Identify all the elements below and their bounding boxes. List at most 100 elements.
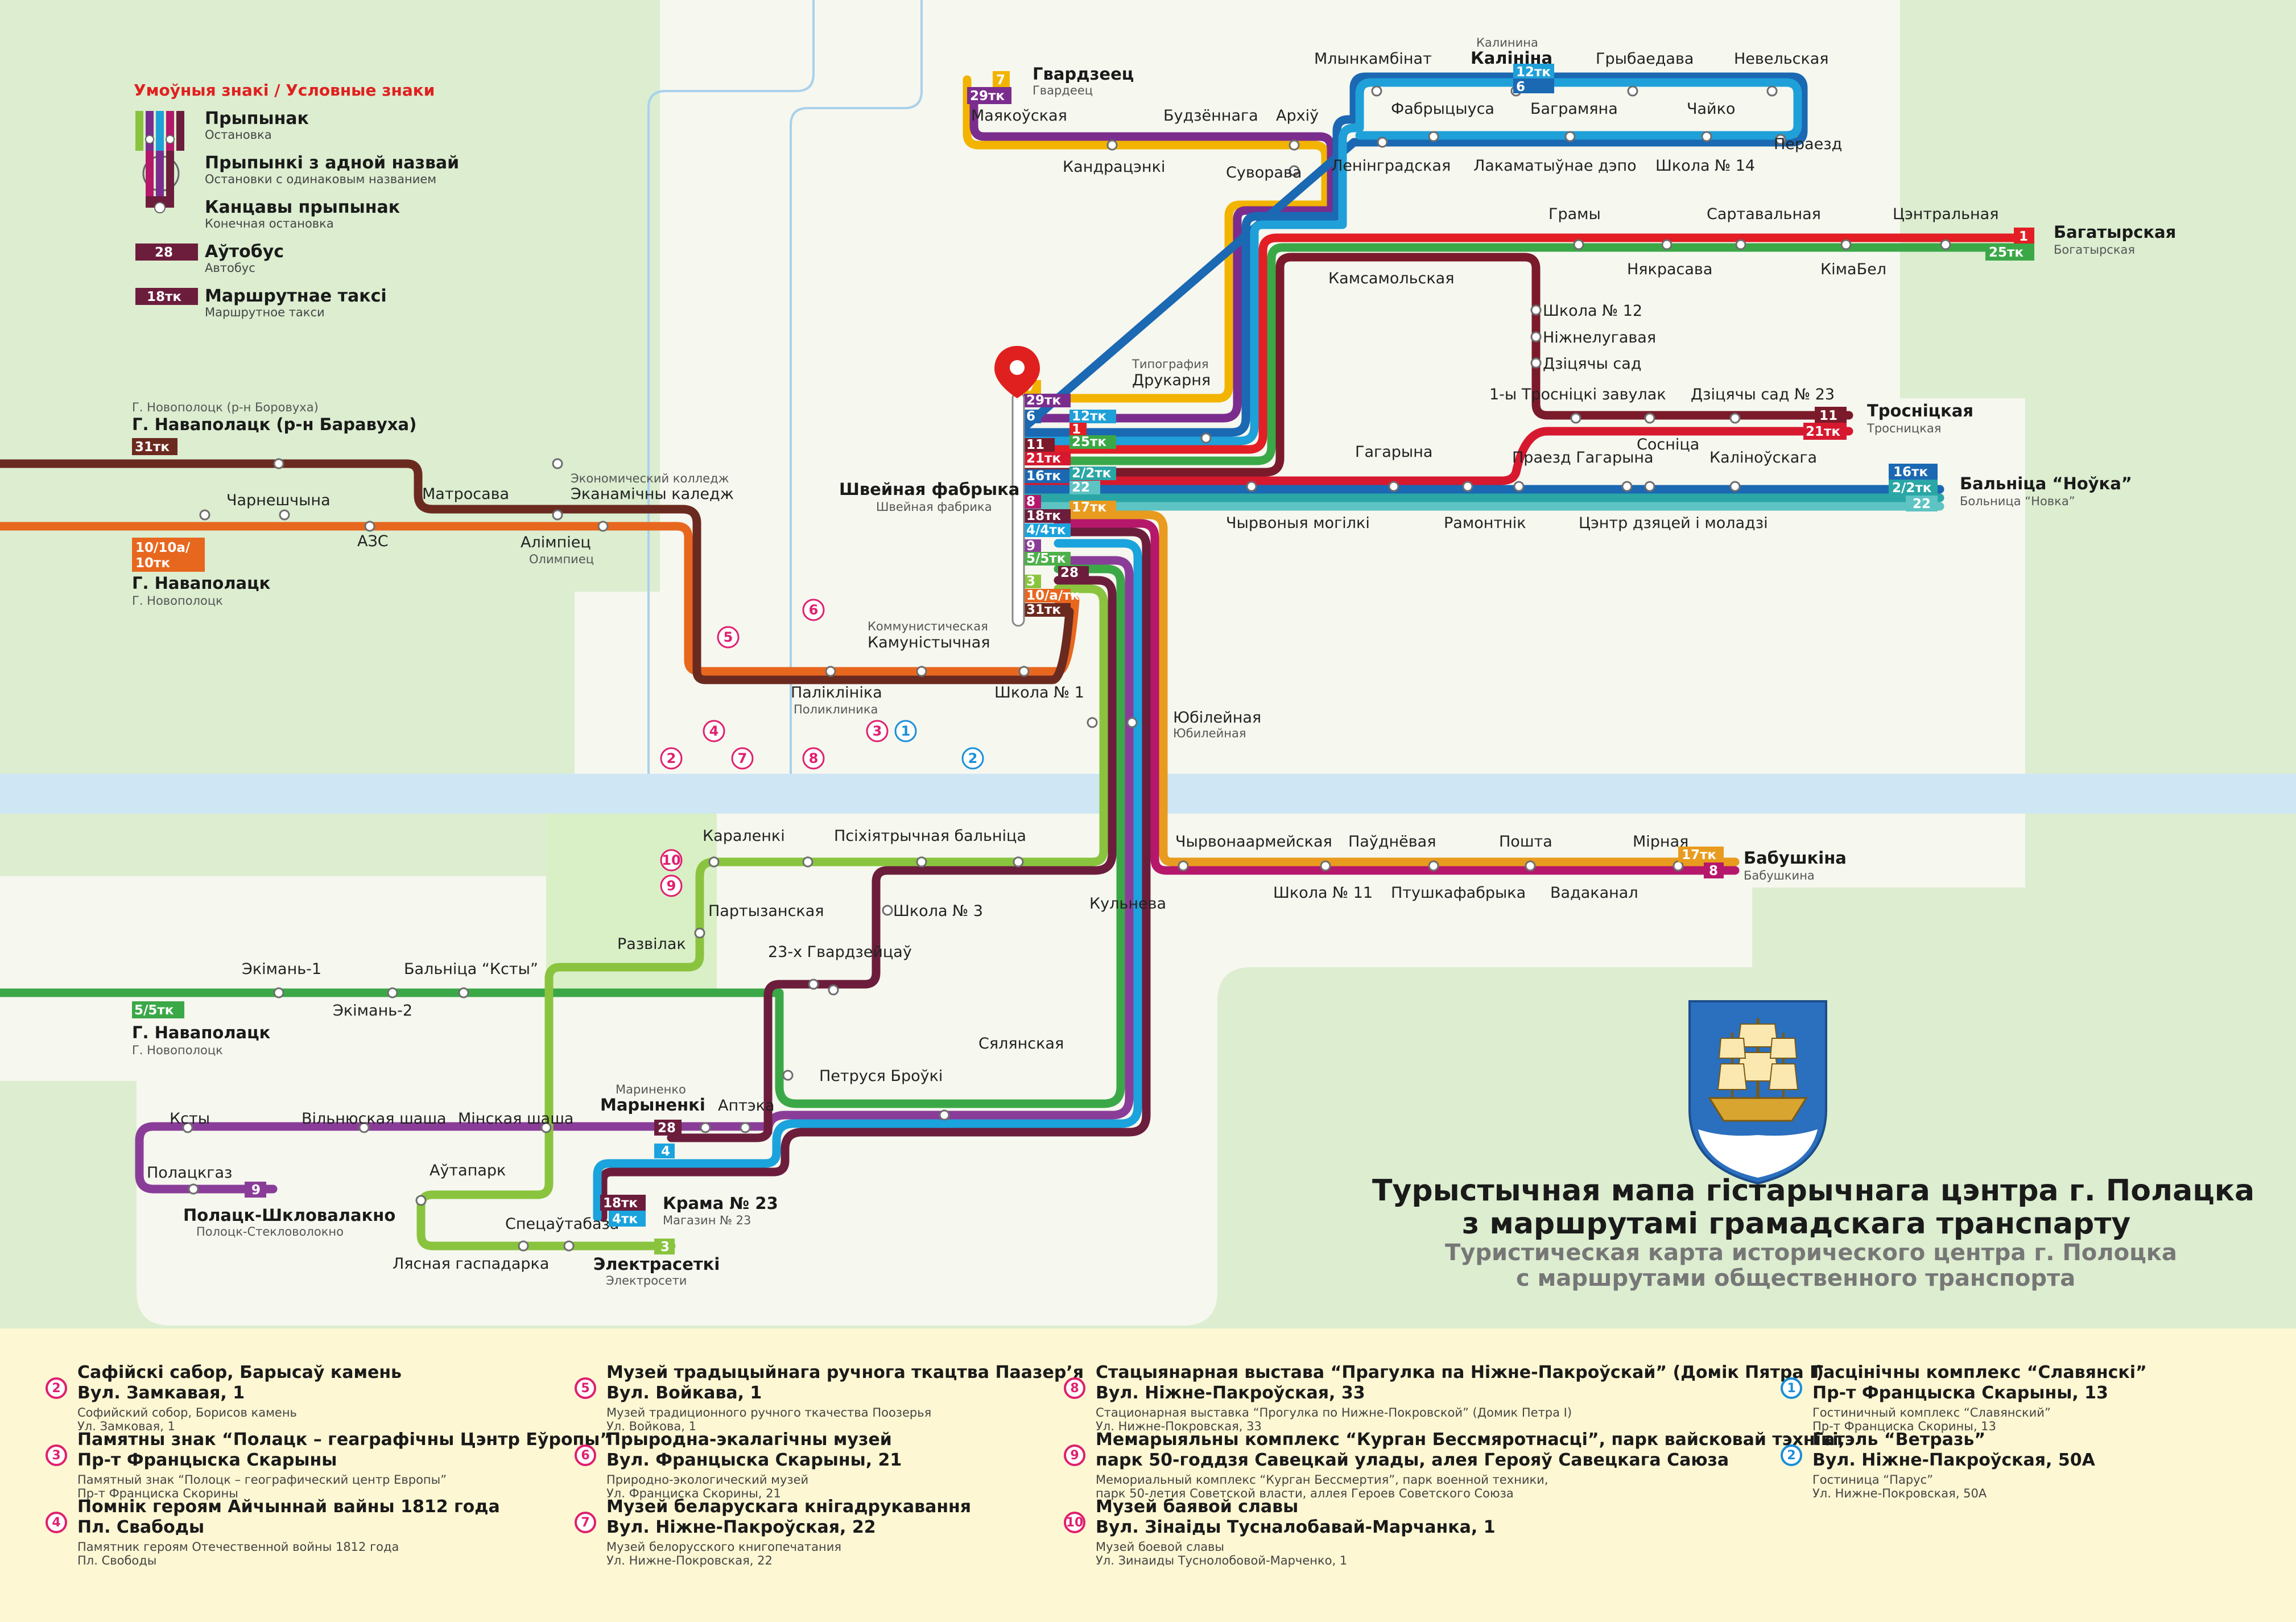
station-shveynaya-fabryka-ru: Швейная фабрика bbox=[876, 500, 992, 514]
poi-title-ru: Мемориальный комплекс “Курган Бессмертия… bbox=[1096, 1473, 1548, 1487]
hub-route-badge bbox=[1069, 423, 1087, 436]
badge-4-marynenki: 4 bbox=[661, 1144, 670, 1159]
stop-marker bbox=[1087, 717, 1098, 728]
station-kandratsenki: Кандрацэнкі bbox=[1063, 158, 1165, 176]
station-gvardzeec-ru: Гвардеец bbox=[1033, 84, 1093, 97]
station-navapolatsk-baravukha: Г. Наваполацк (р-н Баравуха) bbox=[132, 415, 416, 434]
badge-10-line1: 10/10а/ bbox=[135, 540, 191, 555]
hub-route-badge bbox=[1024, 410, 1041, 423]
badge-29tk: 29тк bbox=[970, 89, 1005, 104]
station-polatsk-shklovalakno: Полацк-Шкловалакно bbox=[183, 1206, 395, 1225]
stop-marker bbox=[700, 1122, 711, 1133]
station-centr-dzyatsey: Цэнтр дзяцей і моладзі bbox=[1579, 514, 1768, 532]
stop-marker bbox=[552, 458, 563, 469]
stop-marker bbox=[1530, 304, 1542, 316]
hub-route-label: 8 bbox=[1026, 494, 1035, 509]
poi-address-by: парк 50-годдзя Савецкай улады, алея Геро… bbox=[1096, 1450, 1729, 1470]
badge-31tk-baravukha: 31тк bbox=[135, 440, 170, 455]
station-gramy: Грамы bbox=[1548, 205, 1601, 223]
stop-marker bbox=[1388, 481, 1399, 492]
station-suvorava: Суворава bbox=[1226, 164, 1302, 181]
badge-17tk-babushkina: 17тк bbox=[1682, 848, 1716, 862]
station-trosnitskaya-ru: Тросницкая bbox=[1866, 422, 1941, 435]
poi-address-ru: Ул. Замковая, 1 bbox=[77, 1419, 175, 1433]
poi-marker-icon[interactable] bbox=[961, 747, 984, 770]
poi-marker-icon[interactable] bbox=[866, 720, 889, 742]
legend-header: Умоўныя знакі / Условные знаки bbox=[134, 81, 435, 100]
poi-marker-icon[interactable] bbox=[717, 626, 740, 649]
route-31tk-line bbox=[0, 459, 1074, 684]
park-area bbox=[0, 0, 410, 410]
stop-marker bbox=[1573, 239, 1584, 250]
hub-route-badge bbox=[1069, 501, 1116, 514]
stop-marker bbox=[1661, 239, 1673, 250]
route-1-line bbox=[1014, 233, 2030, 454]
stop-marker bbox=[188, 1183, 199, 1195]
station-dzitsyachy-sad23: Дзіцячы сад № 23 bbox=[1691, 386, 1835, 403]
legend-bus-num: 28 bbox=[155, 245, 173, 260]
poi-address-by: Вул. Ніжне-Пакроўская, 50А bbox=[1812, 1450, 2095, 1470]
hub-route-badge bbox=[1069, 467, 1116, 480]
stop-marker bbox=[279, 509, 290, 521]
poi-marker-icon[interactable] bbox=[703, 720, 725, 742]
poi-title-by: Музей баявой славы bbox=[1096, 1497, 1299, 1517]
station-trosnitski-zavulak: 1-ы Троснiцкi завулак bbox=[1489, 386, 1666, 403]
stop-marker bbox=[1530, 357, 1542, 369]
station-sosnitsa: Сосніца bbox=[1637, 436, 1699, 453]
poi-number-icon: 10 bbox=[1064, 1512, 1085, 1533]
route-11-line bbox=[1014, 253, 1853, 477]
poi-marker-icon[interactable] bbox=[802, 599, 825, 621]
stop-marker bbox=[825, 666, 836, 677]
poi-title-ru: Музей традиционного ручного ткачества По… bbox=[606, 1406, 932, 1419]
poi-address-ru: Ул. Нижне-Покровская, 33 bbox=[1096, 1419, 1262, 1433]
poi-marker-icon[interactable] bbox=[894, 720, 917, 742]
poi-marker-icon[interactable] bbox=[660, 747, 683, 770]
poi-marker-icon[interactable] bbox=[731, 747, 754, 770]
poi-marker-number: 10 bbox=[662, 852, 680, 868]
stop-marker bbox=[273, 458, 284, 469]
hub-route-badge bbox=[1024, 438, 1055, 452]
station-ptushkafabryka: Птушкафабрыка bbox=[1391, 884, 1526, 902]
poi-address-by: Вул. Замкавая, 1 bbox=[77, 1383, 245, 1403]
stop-marker bbox=[1735, 239, 1746, 250]
legend-stop: Прыпынак bbox=[205, 109, 309, 129]
poi-address-ru: Пр-т Франциска Скорины, 13 bbox=[1812, 1419, 1996, 1433]
route-21tk-line bbox=[1014, 427, 1853, 485]
station-shkola1: Школа № 1 bbox=[994, 684, 1084, 701]
stop-marker bbox=[1018, 666, 1030, 677]
legend-stop-ru: Остановка bbox=[205, 128, 272, 142]
route-18tk-line bbox=[598, 527, 1151, 1222]
badge-28-marynenki: 28 bbox=[658, 1121, 676, 1136]
hub-stop-capsule bbox=[1011, 391, 1025, 627]
poi-title-by: Музей традыцыйнага ручнога ткацтва Паазе… bbox=[606, 1363, 1084, 1382]
station-mayakouskaya: Маякоўская bbox=[971, 107, 1067, 125]
stop-marker bbox=[740, 1122, 751, 1133]
hub-route-stack: 729тк612тк11125тк21тк16тк2/2тк22817тк18т… bbox=[1011, 379, 1116, 627]
stop-marker bbox=[1530, 331, 1542, 342]
station-matrosava: Матросава bbox=[422, 485, 509, 503]
route-8-line bbox=[1054, 519, 1740, 875]
station-labels: Гвардзеец Гвардеец Маякоўская Кандрацэнк… bbox=[132, 36, 2176, 1287]
station-azs: АЗС bbox=[357, 533, 389, 550]
station-alimpiets-ru: Олимпиец bbox=[529, 552, 594, 566]
hub-route-badge bbox=[1024, 575, 1041, 588]
badge-6-kalinina: 6 bbox=[1516, 80, 1525, 94]
stop-marker bbox=[782, 1070, 794, 1081]
poi-marker-icon[interactable] bbox=[660, 874, 683, 897]
stop-marker bbox=[1200, 432, 1212, 444]
poi-title-ru: Музей боевой славы bbox=[1096, 1540, 1225, 1554]
poi-title-by: Сафійскі сабор, Барысаў камень bbox=[77, 1363, 402, 1382]
poi-marker-icon[interactable] bbox=[802, 747, 825, 770]
badge-12tk-kalinina: 12тк bbox=[1516, 65, 1551, 80]
station-kamsamolskaya: Камсамольская bbox=[1328, 270, 1454, 287]
station-gagaryna: Гагарына bbox=[1355, 443, 1432, 461]
station-chernyashchyna: Чарнешчына bbox=[226, 492, 331, 509]
poi-title-ru: Софийский собор, Борисов камень bbox=[77, 1406, 297, 1419]
stop-marker bbox=[1428, 131, 1439, 142]
station-yubileynaya: Юбілейная bbox=[1173, 709, 1261, 727]
station-chyrvonyya-mogilki: Чырвоныя могілкі bbox=[1226, 514, 1370, 532]
poi-marker-icon[interactable] bbox=[660, 849, 683, 872]
stop-marker bbox=[882, 905, 893, 916]
route-7-line bbox=[963, 75, 1330, 403]
station-ksty: Ксты bbox=[170, 1110, 210, 1128]
